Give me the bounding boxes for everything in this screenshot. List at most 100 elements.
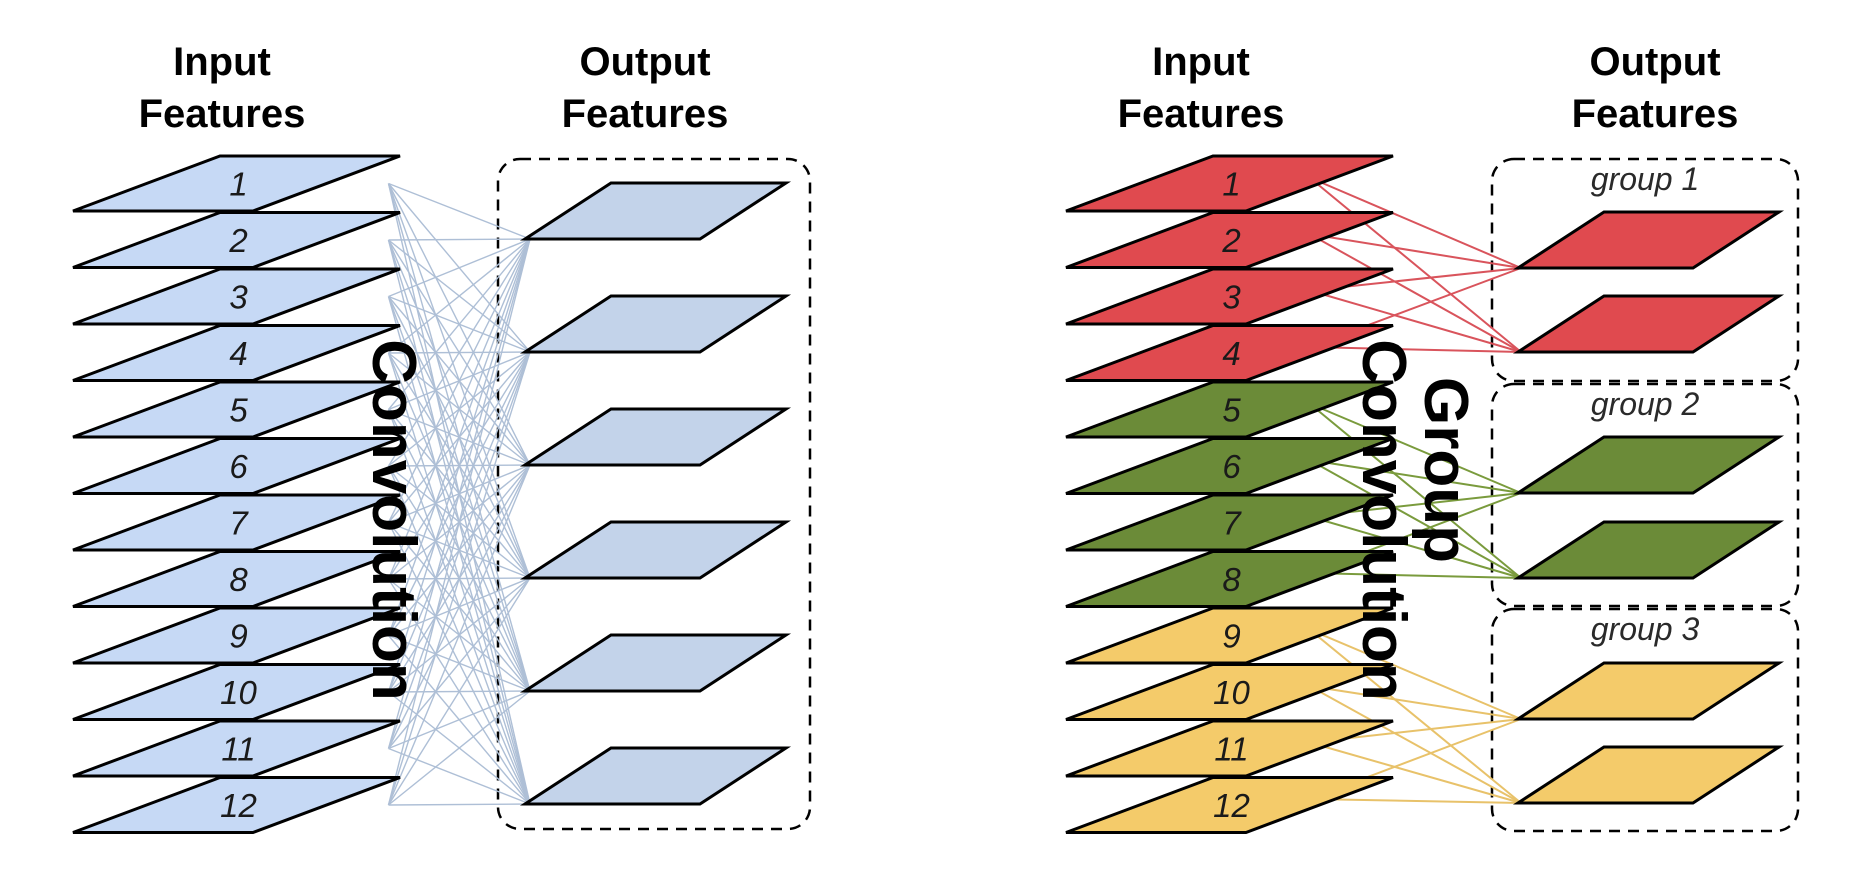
- input-feature-number: 4: [1222, 335, 1240, 372]
- input-feature-number: 5: [1222, 392, 1241, 429]
- right-output-header-line2: Features: [1572, 92, 1739, 136]
- group-connection-line: [1309, 289, 1522, 353]
- group-1-outline: [1490, 157, 1800, 383]
- input-feature-map: 1: [1065, 154, 1394, 213]
- input-feature-shape: [72, 437, 401, 495]
- input-feature-map: 11: [1065, 719, 1394, 778]
- group-connection-line: [1309, 459, 1522, 579]
- group-2-box: group 2: [1490, 382, 1800, 608]
- group-connection-line: [1309, 741, 1522, 804]
- connection-line: [388, 747, 531, 805]
- group-connection-line: [1309, 685, 1522, 720]
- output-feature-map: [519, 294, 792, 354]
- group-connection-line: [1308, 628, 1522, 804]
- connection-line: [388, 238, 531, 298]
- group-2-label: group 2: [1591, 386, 1700, 422]
- left-input-header-line2: Features: [139, 92, 306, 136]
- group-connection-line: [1309, 628, 1522, 720]
- connection-line: [387, 577, 531, 806]
- group-connection-line: [1309, 685, 1522, 804]
- group-connection-line: [1309, 233, 1522, 269]
- input-feature-shape: [72, 493, 401, 552]
- input-feature-shape: [72, 267, 401, 326]
- input-feature-map: 8: [1065, 550, 1394, 608]
- connection-line: [387, 351, 531, 806]
- input-feature-map: 7: [72, 493, 401, 552]
- input-feature-shape: [1065, 437, 1394, 495]
- input-feature-map: 6: [72, 437, 401, 495]
- input-feature-map: 8: [72, 550, 401, 608]
- input-feature-number: 8: [229, 561, 248, 598]
- input-feature-map: 1: [72, 154, 401, 213]
- connection-line: [387, 238, 531, 410]
- input-feature-number: 9: [1222, 618, 1240, 655]
- input-feature-map: 5: [1065, 380, 1394, 439]
- left-connection-lines: [387, 182, 531, 806]
- connection-line: [388, 803, 531, 806]
- input-feature-map: 7: [1065, 493, 1394, 552]
- right-output-stack: [1512, 210, 1785, 805]
- connection-line: [387, 238, 531, 806]
- group-1-box: group 1: [1490, 157, 1800, 383]
- input-feature-map: 6: [1065, 437, 1394, 495]
- input-feature-shape: [72, 663, 401, 721]
- output-feature-map: [1512, 520, 1785, 580]
- input-feature-number: 12: [220, 787, 257, 824]
- output-feature-map: [519, 633, 792, 693]
- output-feature-map: [1512, 745, 1785, 805]
- input-feature-number: 4: [229, 335, 247, 372]
- input-feature-shape: [72, 719, 401, 778]
- input-feature-number: 11: [221, 731, 255, 768]
- input-feature-number: 9: [229, 618, 247, 655]
- left-output-header-line2: Features: [562, 92, 729, 136]
- input-feature-shape: [1065, 211, 1394, 269]
- group-connection-line: [1309, 176, 1522, 269]
- input-feature-number: 8: [1222, 561, 1241, 598]
- group-3-label: group 3: [1591, 611, 1700, 647]
- input-feature-map: 9: [1065, 606, 1394, 665]
- input-feature-number: 2: [1221, 222, 1240, 259]
- group-connection-line: [1309, 798, 1522, 804]
- left-output-stack: [519, 181, 792, 806]
- group-connection-line: [1309, 233, 1522, 353]
- input-feature-number: 10: [1213, 674, 1250, 711]
- input-feature-map: 5: [72, 380, 401, 439]
- output-feature-map: [519, 746, 792, 806]
- input-feature-shape: [1065, 267, 1394, 326]
- input-feature-map: 3: [1065, 267, 1394, 326]
- input-feature-shape: [1065, 663, 1394, 721]
- connection-line: [387, 238, 531, 467]
- input-feature-shape: [72, 606, 401, 665]
- input-feature-number: 7: [229, 505, 249, 542]
- connection-line: [388, 238, 531, 354]
- input-feature-shape: [72, 211, 401, 269]
- group-label: Group: [1411, 377, 1480, 563]
- right-panel: Input Features Output Features group 1 g…: [1065, 40, 1800, 834]
- group-connection-line: [1309, 515, 1522, 579]
- group-connection-line: [1309, 346, 1522, 353]
- group-connection-line: [1309, 402, 1522, 494]
- input-feature-map: 10: [72, 663, 401, 721]
- input-feature-map: 2: [72, 211, 401, 269]
- output-feature-map: [1512, 294, 1785, 354]
- group-connection-line: [1308, 176, 1522, 353]
- connection-line: [388, 690, 531, 750]
- group-3-box: group 3: [1490, 607, 1800, 833]
- group-2-outline: [1490, 382, 1800, 608]
- input-feature-shape: [1065, 380, 1394, 439]
- group-connection-line: [1308, 402, 1522, 579]
- connection-line: [388, 690, 531, 806]
- connection-line: [387, 238, 531, 749]
- input-feature-shape: [1065, 324, 1394, 382]
- input-feature-map: 10: [1065, 663, 1394, 721]
- group-3-outline: [1490, 607, 1800, 833]
- input-feature-number: 1: [229, 166, 247, 203]
- input-feature-number: 2: [228, 222, 247, 259]
- input-feature-map: 4: [72, 324, 401, 382]
- group-convolution-label: Convolution: [1349, 339, 1418, 701]
- input-feature-map: 3: [72, 267, 401, 326]
- input-feature-shape: [1065, 154, 1394, 213]
- connection-line: [387, 238, 531, 580]
